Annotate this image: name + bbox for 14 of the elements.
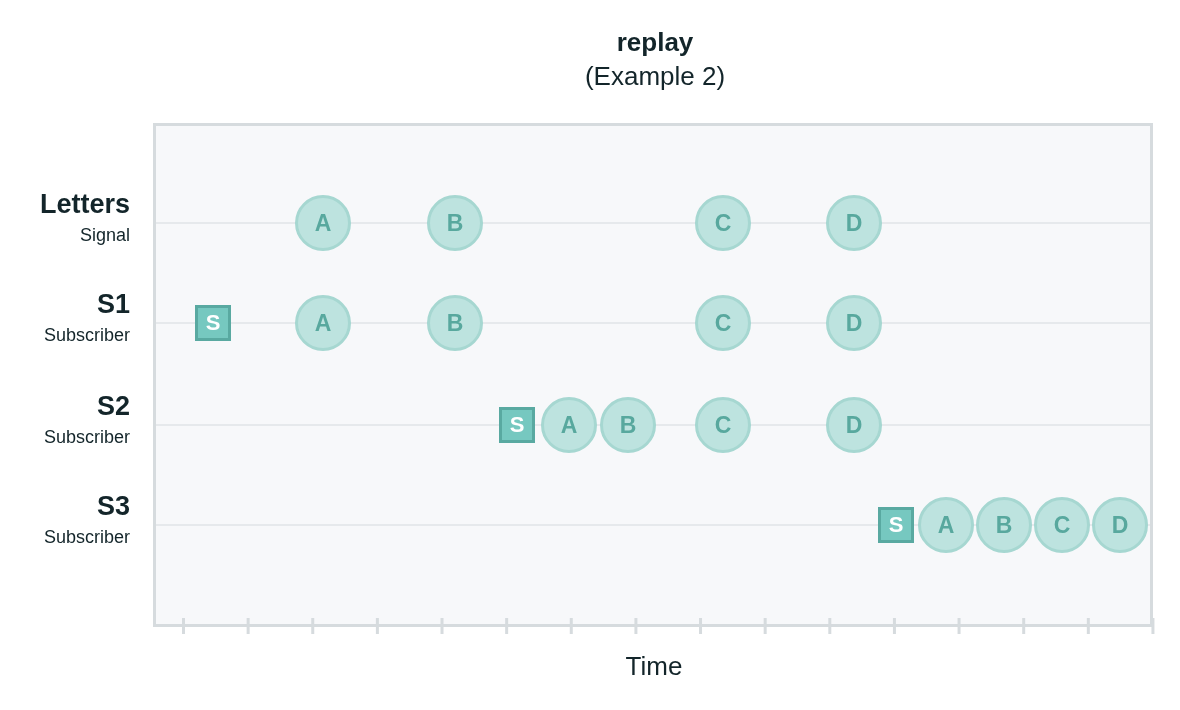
- series-label: S2: [96, 393, 130, 420]
- subscription-marker: S: [195, 305, 231, 341]
- axis-label: Time: [625, 653, 683, 679]
- subscription-marker: S: [499, 407, 535, 443]
- series-label: Letters: [39, 191, 130, 218]
- series-type-label: Subscriber: [43, 326, 130, 344]
- series-label: S1: [96, 291, 130, 318]
- series-type-label: Signal: [79, 226, 130, 244]
- series-type-label: Subscriber: [43, 428, 130, 446]
- series-type-label: Subscriber: [43, 528, 130, 546]
- subscription-marker: S: [878, 507, 914, 543]
- chart-subtitle: (Example 2): [584, 63, 726, 89]
- chart-title: replay: [616, 29, 694, 55]
- series-label: S3: [96, 493, 130, 520]
